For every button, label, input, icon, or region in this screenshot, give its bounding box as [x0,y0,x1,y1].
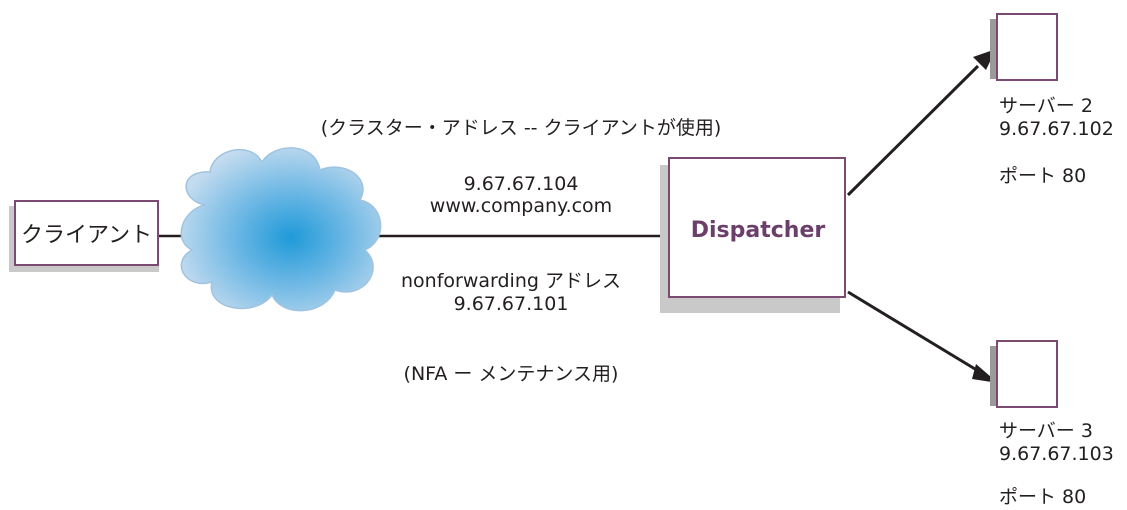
network-cloud-icon [180,147,382,312]
client-label: クライアント [21,223,153,248]
dispatcher-node [668,157,846,298]
nfa-ip: 9.67.67.101 [453,293,569,315]
server3-node [996,340,1058,408]
server2-port: ポート 80 [999,165,1087,187]
cluster-ip: 9.67.67.104 [463,173,579,195]
client-node [14,200,159,266]
cluster-address-note: (クラスター・アドレス -- クライアントが使用) [320,117,722,139]
server3-name: サーバー 3 [999,420,1093,442]
server2-ip: 9.67.67.102 [999,118,1114,140]
dispatcher-server2-link [846,64,980,197]
server2-node [996,13,1058,81]
dispatcher-label: Dispatcher [690,218,826,243]
server3-ip: 9.67.67.103 [999,443,1114,465]
nfa-title: nonforwarding アドレス [401,270,621,292]
server3-port: ポート 80 [999,486,1087,508]
nfa-note: (NFA ー メンテナンス用) [403,363,619,385]
server2-name: サーバー 2 [999,95,1093,117]
cluster-hostname: www.company.com [429,195,613,217]
dispatcher-server3-link [847,290,981,374]
